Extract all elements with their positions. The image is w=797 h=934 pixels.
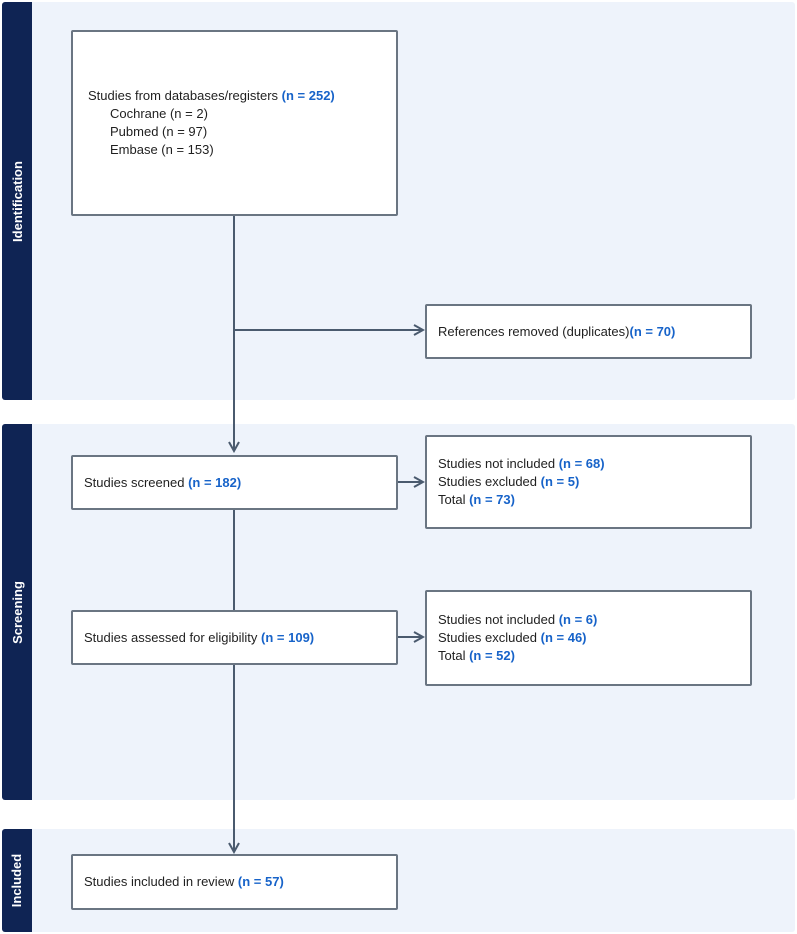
box-excluded-eligibility: Studies not included (n = 6) Studies exc…	[425, 590, 752, 686]
databases-title: Studies from databases/registers (n = 25…	[88, 88, 335, 103]
box-duplicates: References removed (duplicates)(n = 70)	[425, 304, 752, 359]
duplicates-count: (n = 70)	[629, 323, 676, 339]
screened-count: (n = 182)	[188, 474, 242, 490]
excluded-count: (n = 5)	[540, 474, 580, 489]
not-included-count: (n = 6)	[558, 612, 598, 627]
phase-tab-identification: Identification	[2, 2, 32, 400]
source-cochrane: Cochrane (n = 2)	[110, 106, 208, 121]
box-eligibility: Studies assessed for eligibility (n = 10…	[71, 610, 398, 665]
screened-label: Studies screened	[84, 474, 189, 490]
total-count: (n = 73)	[469, 492, 515, 507]
box-databases: Studies from databases/registers (n = 25…	[71, 30, 398, 216]
excluded-count: (n = 46)	[540, 630, 587, 645]
phase-tab-included: Included	[2, 829, 32, 932]
total-count: (n = 52)	[469, 648, 515, 663]
box-excluded-screening: Studies not included (n = 68) Studies ex…	[425, 435, 752, 529]
eligibility-label: Studies assessed for eligibility	[84, 629, 262, 645]
databases-count: (n = 252)	[281, 88, 335, 103]
source-embase: Embase (n = 153)	[110, 142, 214, 157]
duplicates-label: References removed (duplicates)	[438, 323, 630, 339]
source-pubmed: Pubmed (n = 97)	[110, 124, 208, 139]
included-label: Studies included in review	[84, 874, 238, 889]
included-count: (n = 57)	[237, 874, 284, 889]
box-screened: Studies screened (n = 182)	[71, 455, 398, 510]
phase-tab-screening: Screening	[2, 424, 32, 800]
box-included: Studies included in review (n = 57)	[71, 854, 398, 910]
eligibility-count: (n = 109)	[261, 629, 315, 645]
not-included-count: (n = 68)	[558, 456, 605, 471]
